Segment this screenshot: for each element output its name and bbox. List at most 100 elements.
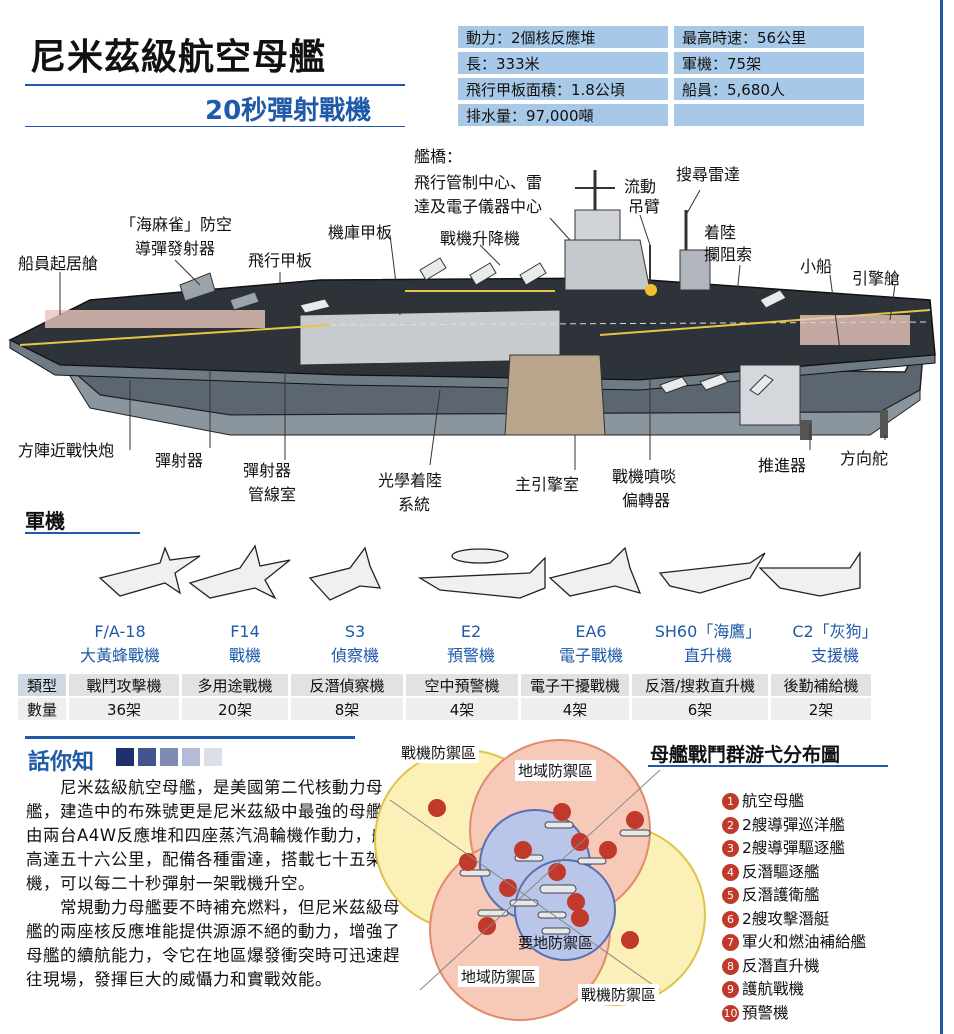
legend-number: 3 bbox=[722, 840, 739, 857]
know-paragraph: 尼米茲級航空母艦，是美國第二代核動力母艦，建造中的布殊號更是尼米茲級中最強的母艦… bbox=[26, 778, 406, 893]
table-cell: 4架 bbox=[406, 698, 518, 720]
spec-cell: 飛行甲板面積：1.8公頃 bbox=[458, 78, 668, 100]
spec-cell: 長：333米 bbox=[458, 52, 668, 74]
table-cell: 8架 bbox=[291, 698, 403, 720]
zone-label-area-2: 地域防禦區 bbox=[458, 966, 540, 987]
legend-number: 6 bbox=[722, 910, 739, 928]
legend-number: 1 bbox=[722, 793, 739, 810]
know-title: 話你知 bbox=[28, 750, 95, 775]
aircraft-desc: 電子戰機 bbox=[558, 646, 623, 665]
table-cell: 4架 bbox=[521, 698, 629, 720]
subtitle-rule bbox=[25, 126, 405, 127]
label-propeller: 推進器 bbox=[758, 456, 807, 475]
label-flight-deck: 飛行甲板 bbox=[248, 251, 313, 270]
label-crew-quarters: 船員起居艙 bbox=[18, 254, 99, 273]
label-arresting-wire-line2: 攔阻索 bbox=[704, 245, 753, 264]
legend-number: 10 bbox=[722, 1004, 739, 1022]
page-edge-rule bbox=[940, 0, 943, 1034]
table-header-type: 類型 bbox=[18, 674, 66, 696]
spec-cell: 動力：2個核反應堆 bbox=[458, 26, 668, 48]
know-paragraph: 常規動力母艦要不時補充燃料，但尼米茲級母艦的兩座核反應堆能提供源源不絕的動力，增… bbox=[26, 898, 400, 989]
legend-text: 2艘攻擊潛艇 bbox=[742, 909, 830, 928]
zone-label-fighter: 戰機防禦區 bbox=[398, 742, 480, 763]
aircraft-silhouettes bbox=[98, 544, 861, 601]
label-rudder: 方向舵 bbox=[840, 449, 889, 468]
zone-label-fighter-2: 戰機防禦區 bbox=[578, 984, 660, 1005]
label-jet-deflector-line2: 偏轉器 bbox=[622, 491, 671, 510]
label-bridge-line2: 飛行管制中心、雷 bbox=[414, 173, 543, 192]
table-cell: 20架 bbox=[182, 698, 288, 720]
label-sea-sparrow: 「海麻雀」防空 bbox=[120, 215, 233, 234]
table-cell: 多用途戰機 bbox=[182, 674, 288, 696]
formation-title: 母艦戰鬥群游弋分布圖 bbox=[650, 744, 841, 766]
aircraft-section-title: 軍機 bbox=[25, 509, 65, 533]
table-cell: 空中預警機 bbox=[406, 674, 518, 696]
table-header-count: 數量 bbox=[18, 698, 66, 720]
formation-rule bbox=[648, 765, 888, 767]
spec-cell: 最高時速：56公里 bbox=[674, 26, 864, 48]
label-optical-landing: 光學着陸 bbox=[378, 471, 443, 490]
legend-number: 7 bbox=[722, 934, 739, 951]
legend-number: 9 bbox=[722, 981, 739, 998]
label-elevator: 戰機升降機 bbox=[440, 229, 521, 248]
carrier-illustration bbox=[8, 170, 936, 470]
label-engine-room: 引擎艙 bbox=[852, 269, 901, 288]
spec-grid: 動力：2個核反應堆 最高時速：56公里 長：333米 軍機：75架 飛行甲板面積… bbox=[458, 26, 864, 126]
zone-label-key: 要地防禦區 bbox=[518, 934, 594, 952]
aircraft-rule bbox=[25, 532, 140, 534]
aircraft-desc: 大黃蜂戰機 bbox=[79, 646, 160, 665]
aircraft-name: F14 bbox=[230, 622, 260, 641]
legend-text: 2艘導彈驅逐艦 bbox=[742, 839, 845, 857]
know-color-squares bbox=[116, 748, 222, 766]
zone-label-area: 地域防禦區 bbox=[515, 760, 597, 781]
aircraft-desc: 偵察機 bbox=[330, 646, 379, 665]
legend-number: 5 bbox=[722, 887, 739, 904]
spec-cell: 軍機：75架 bbox=[674, 52, 864, 74]
legend-text: 反潛護衛艦 bbox=[742, 886, 820, 904]
label-catapult-room: 彈射器 bbox=[243, 461, 292, 480]
legend-text: 護航戰機 bbox=[742, 980, 805, 998]
label-catapult-room-line2: 管線室 bbox=[248, 485, 297, 504]
label-arresting-wire: 着陸 bbox=[704, 223, 737, 242]
table-cell: 戰鬥攻擊機 bbox=[69, 674, 179, 696]
legend-text: 反潛直升機 bbox=[742, 956, 820, 975]
page-subtitle: 20秒彈射戰機 bbox=[205, 96, 372, 126]
spec-cell bbox=[674, 104, 864, 126]
aircraft-name: C2「灰狗」 bbox=[792, 622, 878, 641]
label-optical-landing-line2: 系統 bbox=[398, 495, 431, 514]
label-phalanx: 方陣近戰快炮 bbox=[18, 441, 115, 460]
legend-text: 2艘導彈巡洋艦 bbox=[742, 815, 845, 834]
legend-text: 軍火和燃油補給艦 bbox=[742, 933, 867, 951]
aircraft-name: S3 bbox=[344, 622, 366, 641]
legend-text: 反潛驅逐艦 bbox=[742, 862, 820, 881]
label-catapult: 彈射器 bbox=[155, 451, 204, 470]
aircraft-table: 類型 戰鬥攻擊機 多用途戰機 反潛偵察機 空中預警機 電子干擾戰機 反潛/搜救直… bbox=[15, 672, 874, 722]
table-cell: 反潛偵察機 bbox=[291, 674, 403, 696]
legend-number: 8 bbox=[722, 957, 739, 975]
aircraft-desc: 直升機 bbox=[683, 646, 732, 665]
table-row: 類型 戰鬥攻擊機 多用途戰機 反潛偵察機 空中預警機 電子干擾戰機 反潛/搜救直… bbox=[18, 674, 871, 696]
table-cell: 後勤補給機 bbox=[771, 674, 871, 696]
table-cell: 36架 bbox=[69, 698, 179, 720]
aircraft-name: F/A-18 bbox=[94, 622, 146, 641]
label-search-radar: 搜尋雷達 bbox=[676, 165, 741, 184]
table-cell: 6架 bbox=[632, 698, 768, 720]
know-rule bbox=[25, 736, 355, 739]
aircraft-name: SH60「海鷹」 bbox=[654, 622, 762, 641]
table-row: 數量 36架 20架 8架 4架 4架 6架 2架 bbox=[18, 698, 871, 720]
label-bridge: 艦橋： bbox=[414, 147, 463, 166]
spec-cell: 排水量：97,000噸 bbox=[458, 104, 668, 126]
aircraft-name: E2 bbox=[460, 622, 482, 641]
spec-cell: 船員：5,680人 bbox=[674, 78, 864, 100]
know-body: 尼米茲級航空母艦，是美國第二代核動力母艦，建造中的布殊號更是尼米茲級中最強的母艦… bbox=[26, 776, 416, 992]
